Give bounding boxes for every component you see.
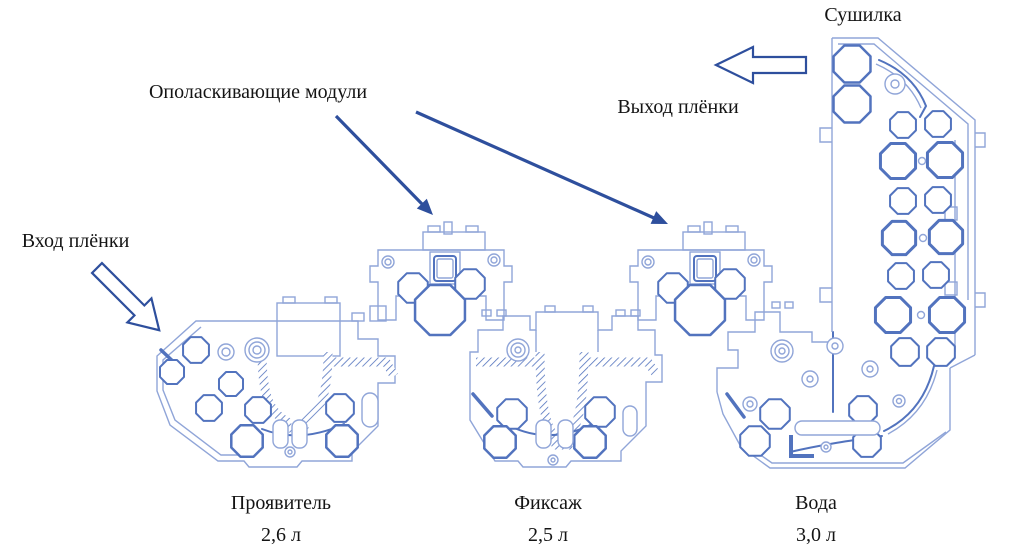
bullseye-circle xyxy=(641,255,655,269)
roller-octagon xyxy=(496,398,528,430)
roller-octagon xyxy=(927,218,965,256)
roller-octagon xyxy=(158,358,186,386)
bullseye-circle xyxy=(514,346,522,354)
bullseye-circle xyxy=(252,345,262,355)
guide-slot xyxy=(361,392,379,428)
roller-octagon xyxy=(584,396,616,428)
bullseye-circle xyxy=(747,253,761,267)
rinse-pointer-arrow-2 xyxy=(415,110,668,224)
film-entry-arrow-icon xyxy=(90,261,161,332)
bullseye-circle xyxy=(895,397,903,405)
bullseye-circle xyxy=(487,253,501,267)
bullseye-circle xyxy=(284,446,296,458)
roller-octagon xyxy=(182,336,210,364)
bullseye-circle xyxy=(770,339,794,363)
roller-octagon xyxy=(889,187,917,215)
roller-octagon xyxy=(887,262,915,290)
tank-volume-water: 3,0 л xyxy=(796,524,836,546)
roller-octagon xyxy=(873,295,913,335)
roller-octagon xyxy=(454,268,486,300)
roller-octagon xyxy=(889,111,917,139)
roller-octagon xyxy=(217,370,245,398)
roller-octagon xyxy=(878,141,918,181)
bullseye-circle xyxy=(820,441,832,453)
tank-volume-fixer: 2,5 л xyxy=(528,524,568,546)
guide-slot xyxy=(794,420,881,436)
film-exit-label: Выход плёнки xyxy=(617,96,739,118)
idler-dot xyxy=(918,233,928,243)
guide-slot xyxy=(535,419,552,449)
bullseye-circle xyxy=(774,343,790,359)
roller-octagon xyxy=(832,84,872,124)
bullseye-circle xyxy=(892,394,906,408)
bullseye-circle xyxy=(248,341,266,359)
bullseye-circle xyxy=(884,73,906,95)
roller-octagon xyxy=(852,428,882,458)
roller-octagon xyxy=(927,295,967,335)
bullseye-circle xyxy=(826,337,844,355)
bullseye-circle xyxy=(778,347,786,355)
guide-slot xyxy=(622,405,638,437)
roller-octagon xyxy=(848,395,878,425)
roller-octagon xyxy=(325,424,359,458)
bullseye-circle xyxy=(746,400,754,408)
roller-octagon xyxy=(244,396,272,424)
roller-octagon xyxy=(880,219,918,257)
roller-octagon xyxy=(832,44,872,84)
roller-octagon xyxy=(673,283,727,337)
roller-octagon xyxy=(195,394,223,422)
roller-octagon xyxy=(922,261,950,289)
guide-slot xyxy=(272,419,289,449)
film-exit-arrow-icon xyxy=(713,45,808,85)
roller-octagon xyxy=(483,425,517,459)
tank-name-fixer: Фиксаж xyxy=(514,492,582,514)
roller-octagon xyxy=(325,393,355,423)
bullseye-circle xyxy=(866,365,874,373)
bullseye-circle xyxy=(221,347,231,357)
bullseye-circle xyxy=(217,343,235,361)
dryer-label: Сушилка xyxy=(824,4,902,26)
bullseye-circle xyxy=(806,375,814,383)
bullseye-circle xyxy=(381,255,395,269)
bullseye-circle xyxy=(831,342,839,350)
bullseye-circle xyxy=(861,360,879,378)
guide-slot xyxy=(291,419,308,449)
bullseye-circle xyxy=(742,396,758,412)
bullseye-circle xyxy=(287,449,293,455)
idler-dot xyxy=(917,156,927,166)
roller-octagon xyxy=(714,268,746,300)
roller-octagon xyxy=(924,186,952,214)
roller-octagon xyxy=(230,424,264,458)
roller-octagon xyxy=(924,110,952,138)
idler-dot xyxy=(916,310,926,320)
bullseye-circle xyxy=(550,457,556,463)
tank-name-developer: Проявитель xyxy=(230,492,332,514)
bullseye-circle xyxy=(644,258,652,266)
tank-name-water: Вода xyxy=(795,492,837,514)
roller-octagon xyxy=(759,398,791,430)
bullseye-circle xyxy=(750,256,758,264)
roller-octagon xyxy=(926,337,956,367)
roller-octagon xyxy=(739,425,771,457)
bullseye-circle xyxy=(506,338,530,362)
tank-volume-developer: 2,6 л xyxy=(261,524,301,546)
bullseye-circle xyxy=(547,454,559,466)
bullseye-circle xyxy=(384,258,392,266)
bullseye-circle xyxy=(823,444,829,450)
rinse-modules-label: Ополаскивающие модули xyxy=(148,81,368,103)
roller-octagon xyxy=(890,337,920,367)
bullseye-circle xyxy=(801,370,819,388)
bullseye-circle xyxy=(510,342,526,358)
rollers-layer xyxy=(158,44,967,466)
rinse-pointer-arrow-1 xyxy=(334,114,433,215)
bullseye-circle xyxy=(890,79,900,89)
roller-octagon xyxy=(925,140,965,180)
film-entry-label: Вход плёнки xyxy=(21,230,130,252)
roller-octagon xyxy=(413,283,467,337)
bullseye-circle xyxy=(490,256,498,264)
guide-slot xyxy=(557,419,574,449)
roller-octagon xyxy=(573,425,607,459)
